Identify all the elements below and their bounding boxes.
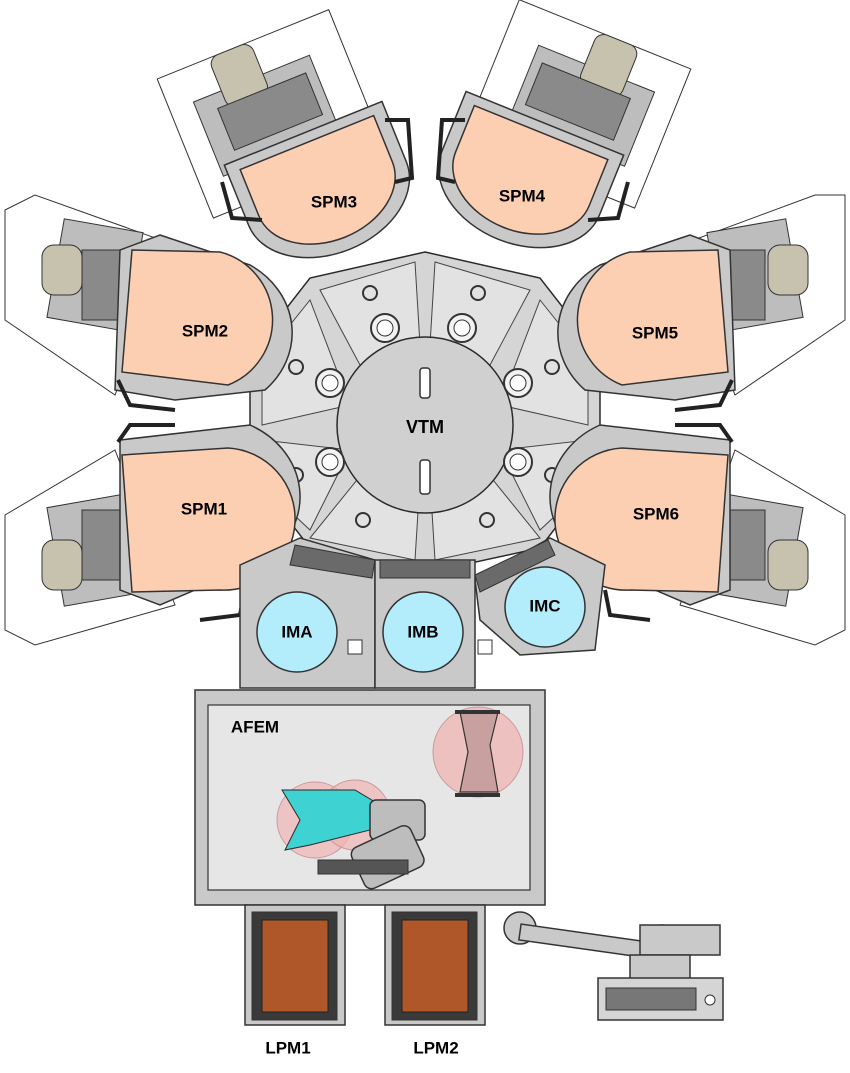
- imc-label: IMC: [529, 596, 560, 615]
- spm3-chamber: [239, 114, 396, 245]
- spm2-cover: [41, 244, 83, 296]
- lpm1-module: [244, 904, 346, 1026]
- afem-aligner: [432, 706, 524, 798]
- operator-console: [503, 911, 724, 1021]
- robot-end-effector: [281, 789, 381, 851]
- spm2-chamber: [121, 249, 274, 386]
- spm2-label: SPM2: [182, 321, 228, 340]
- afem-label: AFEM: [231, 717, 279, 736]
- spm2-module: [4, 194, 293, 401]
- vtm-label: VTM: [406, 417, 444, 437]
- spm3-label: SPM3: [311, 192, 357, 211]
- spm1-label: SPM1: [181, 499, 227, 518]
- spm6-chamber: [554, 447, 729, 593]
- imc-module: [474, 537, 606, 656]
- ima-label: IMA: [281, 622, 312, 641]
- spm5-chamber: [576, 249, 729, 386]
- lpm1-pod: [261, 919, 329, 1013]
- spm6-cover: [767, 539, 809, 591]
- lpm2-pod: [401, 919, 469, 1013]
- spm1-cover: [41, 539, 83, 591]
- lpm1-label: LPM1: [265, 1038, 310, 1057]
- ima-chamber: [256, 591, 338, 673]
- imb-module: [374, 559, 493, 689]
- spm5-label: SPM5: [632, 323, 678, 342]
- spm1-module: [4, 424, 301, 646]
- spm5-module: [557, 194, 846, 401]
- lpm2-label: LPM2: [413, 1038, 458, 1057]
- vtm-hub: VTM: [249, 251, 601, 574]
- vtm-slot: [419, 459, 431, 495]
- vtm-slot: [419, 367, 431, 399]
- spm5-cover: [767, 244, 809, 296]
- spm4-module: [437, 0, 692, 249]
- afem-module: [194, 689, 546, 906]
- spm6-label: SPM6: [633, 504, 679, 523]
- spm4-chamber: [452, 104, 609, 235]
- imb-chamber: [382, 591, 464, 673]
- imc-chamber: [504, 566, 586, 648]
- lpm2-module: [384, 904, 486, 1026]
- afem-robot: [276, 779, 426, 890]
- imb-label: IMB: [407, 622, 438, 641]
- spm4-label: SPM4: [499, 186, 546, 205]
- ima-module: [239, 537, 376, 689]
- spm3-module: [156, 9, 411, 259]
- vtm-chamber: [336, 336, 514, 514]
